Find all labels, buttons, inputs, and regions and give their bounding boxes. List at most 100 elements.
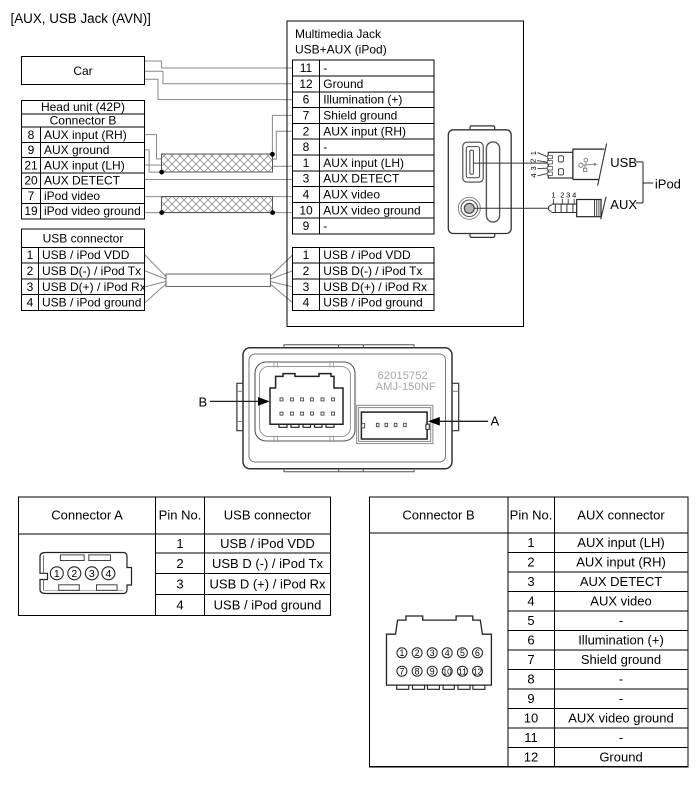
svg-text:11: 11 xyxy=(524,730,538,745)
svg-text:AUX DETECT: AUX DETECT xyxy=(580,574,662,589)
svg-text:USB D(+) / iPod Rx: USB D(+) / iPod Rx xyxy=(42,280,146,294)
svg-text:7: 7 xyxy=(28,189,35,203)
svg-text:USB+AUX (iPod): USB+AUX (iPod) xyxy=(295,43,387,57)
svg-text:7: 7 xyxy=(527,652,534,667)
svg-text:USB D(+) / iPod Rx: USB D(+) / iPod Rx xyxy=(323,280,427,294)
svg-text:4: 4 xyxy=(27,296,34,310)
svg-text:1: 1 xyxy=(399,648,404,658)
svg-text:1: 1 xyxy=(551,191,555,200)
svg-text:11: 11 xyxy=(458,667,468,676)
svg-text:7: 7 xyxy=(303,109,310,123)
svg-text:1: 1 xyxy=(176,536,183,551)
svg-text:-: - xyxy=(619,613,623,628)
svg-text:Ground: Ground xyxy=(599,749,642,764)
svg-text:Ground: Ground xyxy=(323,77,363,91)
svg-text:3: 3 xyxy=(27,280,34,294)
svg-text:3: 3 xyxy=(527,574,534,589)
svg-text:3: 3 xyxy=(566,191,570,200)
svg-text:9: 9 xyxy=(527,691,534,706)
svg-text:AUX input (LH): AUX input (LH) xyxy=(577,535,664,550)
svg-text:2: 2 xyxy=(303,124,310,138)
svg-text:USB / iPod ground: USB / iPod ground xyxy=(214,597,322,612)
svg-text:Multimedia Jack: Multimedia Jack xyxy=(295,27,382,41)
svg-text:USB connector: USB connector xyxy=(43,232,124,246)
svg-text:2: 2 xyxy=(176,556,183,571)
svg-text:12: 12 xyxy=(473,667,483,676)
svg-text:2: 2 xyxy=(529,159,538,163)
svg-text:B: B xyxy=(199,395,208,410)
svg-text:Pin No.: Pin No. xyxy=(510,508,553,523)
svg-text:AUX video ground: AUX video ground xyxy=(323,203,420,217)
svg-text:AUX: AUX xyxy=(610,197,637,212)
svg-text:2: 2 xyxy=(527,554,534,569)
svg-text:AUX DETECT: AUX DETECT xyxy=(44,174,121,188)
svg-text:Connector A: Connector A xyxy=(51,508,123,523)
svg-text:AMJ-150NF: AMJ-150NF xyxy=(376,381,436,393)
svg-text:Connector B: Connector B xyxy=(50,114,117,128)
svg-text:iPod video: iPod video xyxy=(44,189,100,203)
svg-text:6: 6 xyxy=(527,632,534,647)
svg-text:Shield ground: Shield ground xyxy=(581,652,661,667)
svg-text:USB / iPod VDD: USB / iPod VDD xyxy=(323,248,411,262)
svg-text:3: 3 xyxy=(303,280,310,294)
svg-text:AUX input (LH): AUX input (LH) xyxy=(44,158,125,172)
svg-text:10: 10 xyxy=(299,203,313,217)
svg-text:8: 8 xyxy=(415,666,420,676)
svg-text:-: - xyxy=(323,61,327,75)
svg-text:9: 9 xyxy=(28,143,35,157)
svg-text:7: 7 xyxy=(399,666,404,676)
svg-text:AUX input (LH): AUX input (LH) xyxy=(323,156,404,170)
svg-text:4: 4 xyxy=(529,173,538,177)
svg-text:-: - xyxy=(619,671,623,686)
svg-text:Shield ground: Shield ground xyxy=(323,109,397,123)
svg-text:12: 12 xyxy=(299,77,313,91)
svg-text:2: 2 xyxy=(560,191,564,200)
svg-text:5: 5 xyxy=(460,648,465,658)
svg-text:Pin No.: Pin No. xyxy=(159,508,202,523)
svg-text:8: 8 xyxy=(303,140,310,154)
svg-text:62015752: 62015752 xyxy=(378,370,428,382)
svg-text:USB / iPod VDD: USB / iPod VDD xyxy=(220,536,315,551)
svg-text:5: 5 xyxy=(527,613,534,628)
svg-text:3: 3 xyxy=(176,576,183,591)
svg-text:1: 1 xyxy=(27,248,34,262)
svg-text:USB D(-) / iPod Tx: USB D(-) / iPod Tx xyxy=(323,264,422,278)
svg-text:iPod: iPod xyxy=(655,177,681,192)
svg-text:3: 3 xyxy=(303,172,310,186)
svg-text:1: 1 xyxy=(54,568,60,580)
svg-text:USB connector: USB connector xyxy=(224,508,312,523)
svg-text:21: 21 xyxy=(24,158,38,172)
svg-text:4: 4 xyxy=(105,568,111,580)
svg-text:Illumination (+): Illumination (+) xyxy=(323,93,402,107)
svg-text:Connector B: Connector B xyxy=(402,508,474,523)
svg-text:USB D (+) / iPod Rx: USB D (+) / iPod Rx xyxy=(210,576,326,591)
svg-text:6: 6 xyxy=(303,93,310,107)
svg-text:9: 9 xyxy=(430,666,435,676)
svg-text:1: 1 xyxy=(527,535,534,550)
svg-text:AUX input (RH): AUX input (RH) xyxy=(576,554,666,569)
svg-text:2: 2 xyxy=(415,648,420,658)
svg-text:USB D (-) / iPod Tx: USB D (-) / iPod Tx xyxy=(212,556,324,571)
svg-text:4: 4 xyxy=(303,296,310,310)
svg-text:8: 8 xyxy=(28,128,35,142)
svg-text:[AUX, USB Jack (AVN)]: [AUX, USB Jack (AVN)] xyxy=(11,11,151,26)
svg-text:6: 6 xyxy=(475,648,480,658)
svg-text:USB / iPod ground: USB / iPod ground xyxy=(42,296,141,310)
svg-text:2: 2 xyxy=(71,568,77,580)
svg-text:Illumination (+): Illumination (+) xyxy=(578,632,664,647)
svg-text:USB / iPod VDD: USB / iPod VDD xyxy=(42,248,130,262)
svg-text:4: 4 xyxy=(445,648,450,658)
svg-text:-: - xyxy=(619,730,623,745)
svg-text:iPod video ground: iPod video ground xyxy=(44,204,141,218)
svg-text:AUX video: AUX video xyxy=(323,188,380,202)
svg-text:-: - xyxy=(619,691,623,706)
svg-text:1: 1 xyxy=(303,156,310,170)
svg-text:AUX input (RH): AUX input (RH) xyxy=(323,124,406,138)
svg-text:2: 2 xyxy=(303,264,310,278)
svg-text:AUX DETECT: AUX DETECT xyxy=(323,172,400,186)
svg-text:4: 4 xyxy=(572,191,576,200)
svg-text:1: 1 xyxy=(529,151,538,155)
svg-text:20: 20 xyxy=(24,174,38,188)
svg-text:AUX video ground: AUX video ground xyxy=(568,710,674,725)
svg-text:3: 3 xyxy=(529,166,538,170)
